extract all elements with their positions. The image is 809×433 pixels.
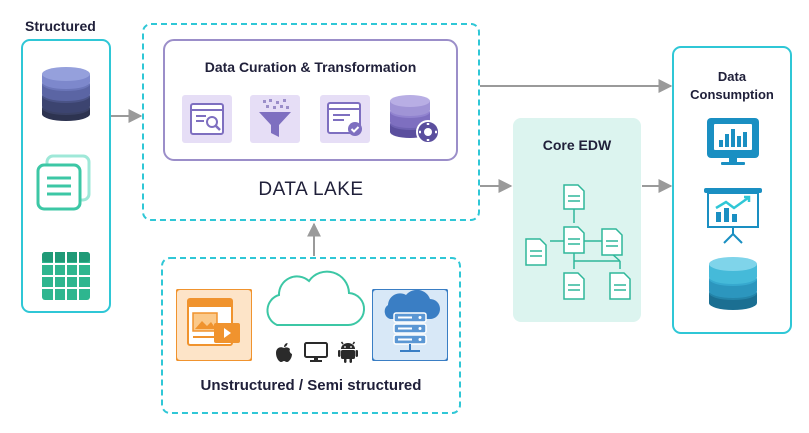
document-tree-icon: [525, 184, 631, 300]
apple-icon: [276, 343, 292, 362]
consumption-title-line1: Data: [717, 69, 747, 84]
data-lake-box: [142, 23, 480, 221]
structured-box: [21, 39, 111, 313]
media-file-icon: [176, 289, 252, 361]
presentation-chart-icon: [704, 188, 762, 244]
database-gear-icon: [390, 95, 440, 144]
cloud-server-icon: [372, 289, 448, 361]
filter-funnel-icon: [250, 95, 300, 143]
monitor-icon: [304, 342, 328, 362]
documents-icon: [36, 154, 91, 211]
curation-box: [163, 39, 458, 161]
search-window-icon: [182, 95, 232, 143]
curation-title: Data Curation & Transformation: [204, 59, 417, 75]
data-lake-title: DATA LAKE: [258, 179, 364, 200]
approved-window-icon: [320, 95, 370, 143]
core-edw-box: [513, 118, 641, 322]
consumption-title-line2: Consumption: [690, 87, 774, 102]
database-icon: [709, 257, 757, 310]
unstructured-title: Unstructured / Semi structured: [200, 377, 422, 394]
table-grid-icon: [42, 252, 90, 300]
structured-title: Structured: [25, 18, 96, 34]
dashboard-monitor-icon: [707, 118, 759, 165]
core-edw-title: Core EDW: [542, 137, 612, 153]
cloud-icon: [266, 270, 365, 327]
unstructured-box: [161, 257, 461, 414]
database-icon: [42, 67, 90, 121]
android-icon: [338, 341, 358, 363]
consumption-box: [672, 46, 792, 334]
